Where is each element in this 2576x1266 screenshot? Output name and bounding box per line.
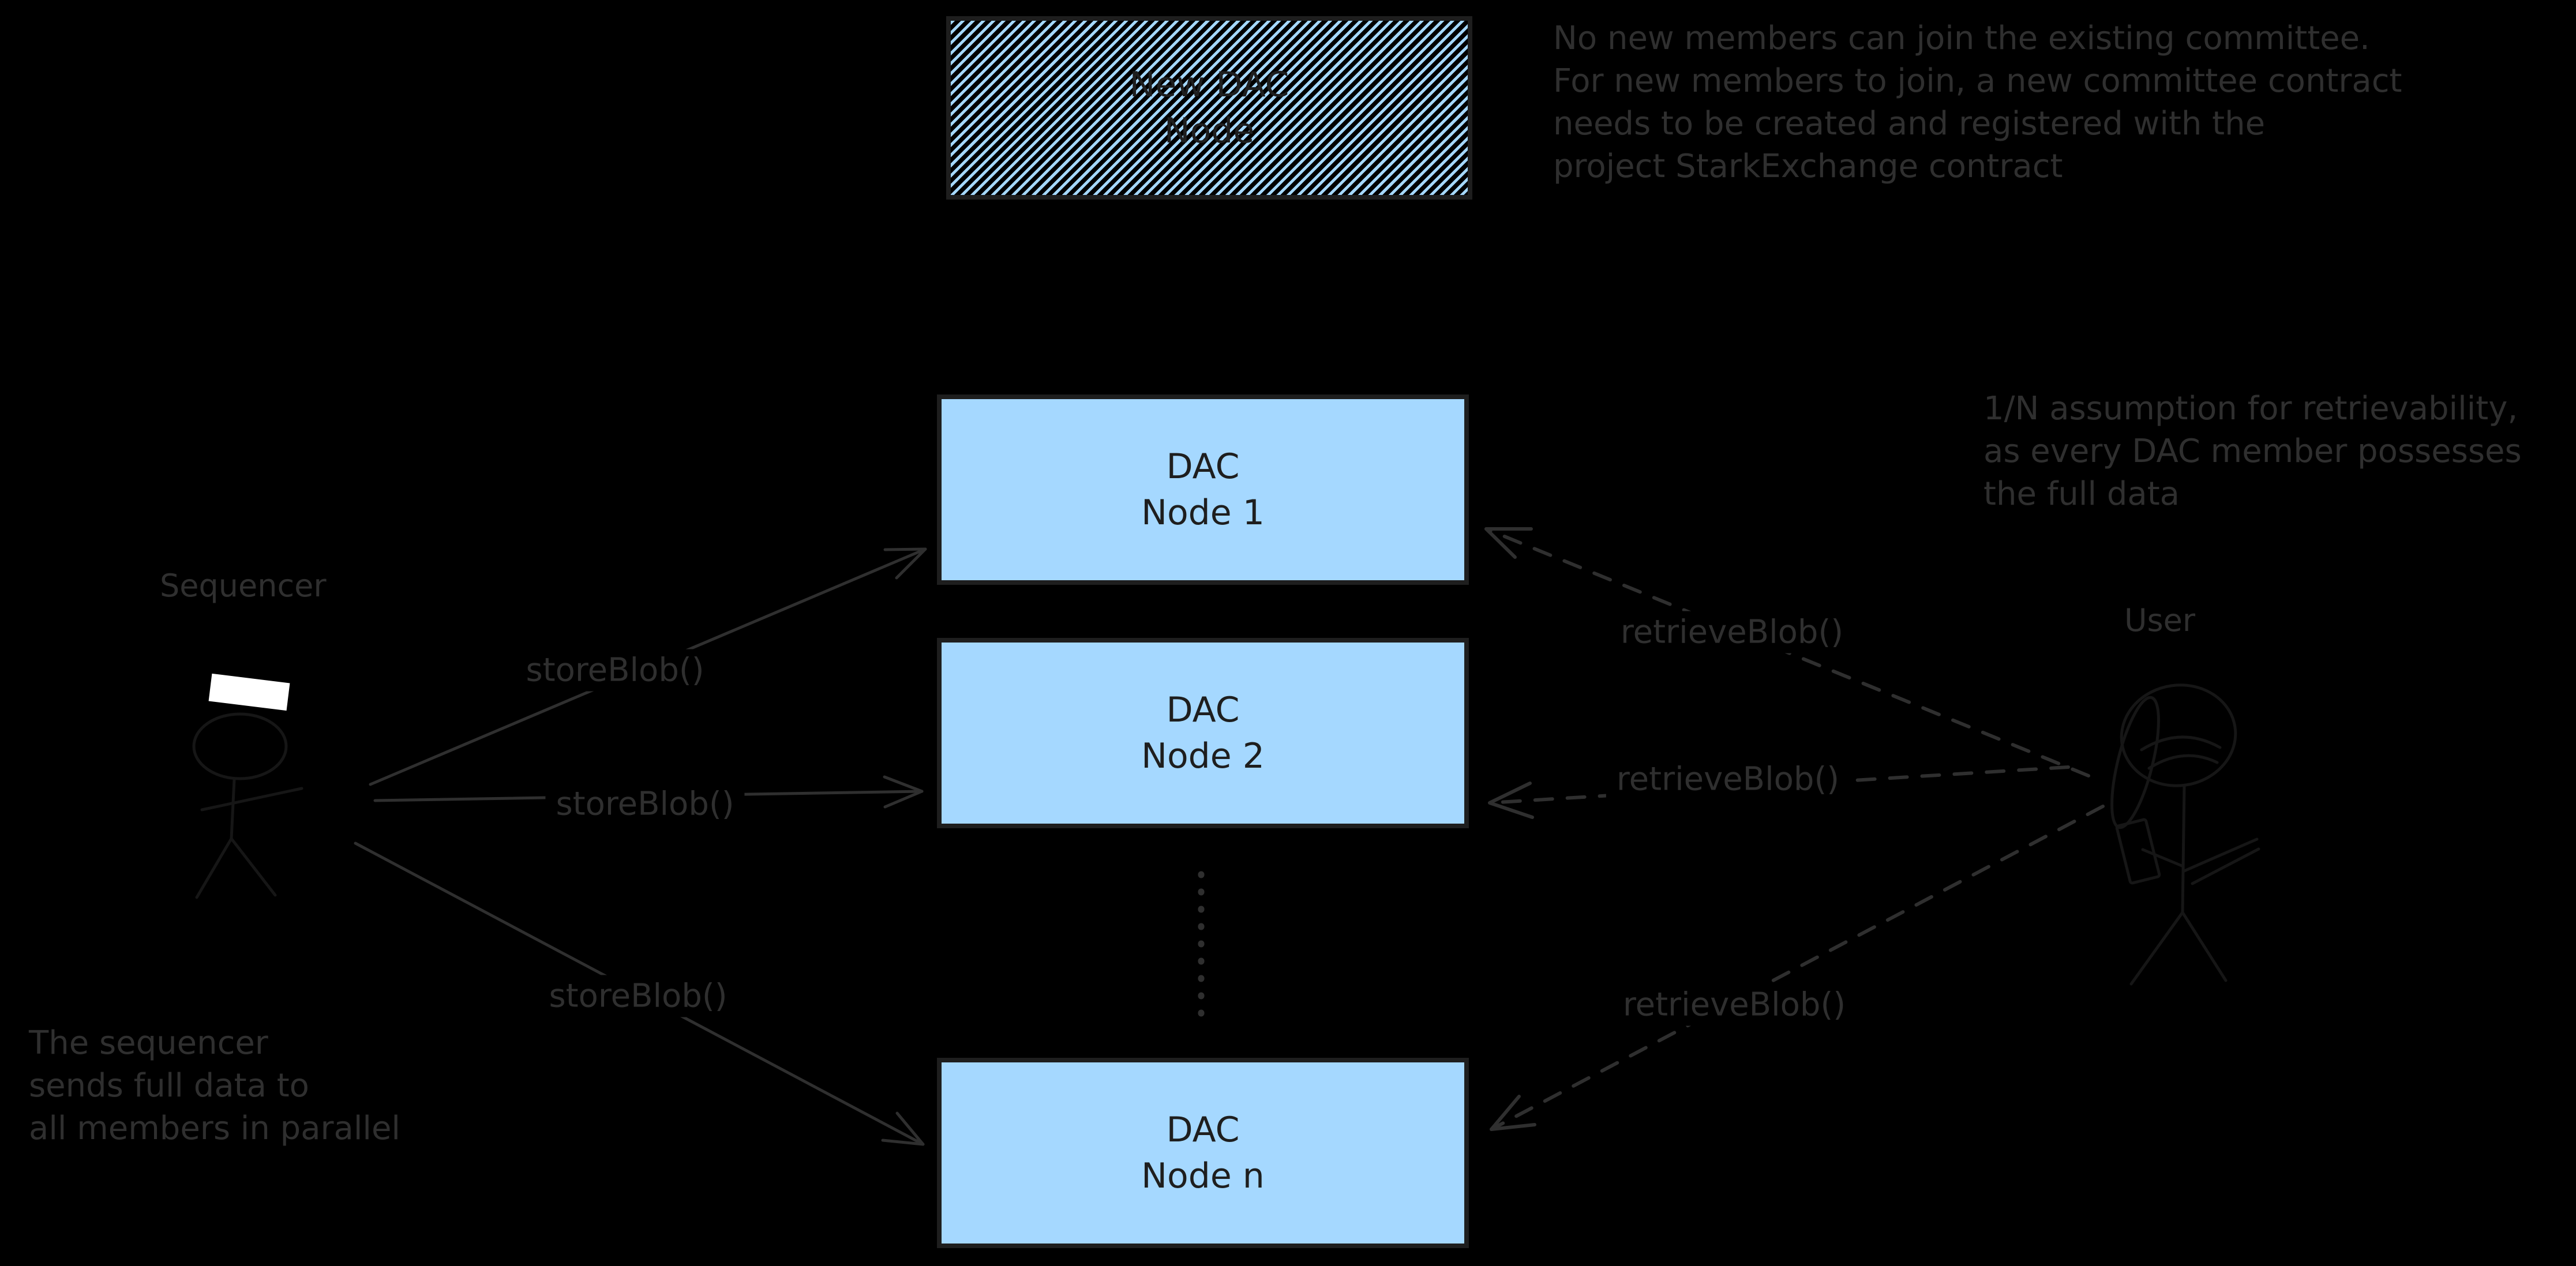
committee-note: No new members can join the existing com… <box>1553 17 2402 188</box>
retrievability-note-line: 1/N assumption for retrievability, <box>1983 390 2518 427</box>
parallel-send-note-line: sends full data to <box>29 1067 309 1105</box>
sequencer-figure <box>192 673 303 899</box>
sequencer-label: Sequencer <box>160 568 327 604</box>
sequencer-body <box>230 778 236 840</box>
retrieve-blob-label-1: retrieveBlob() <box>1610 611 1854 653</box>
sequencer-arm <box>200 787 303 812</box>
committee-note-line: project StarkExchange contract <box>1553 148 2063 185</box>
dac-node-2-label-line2: Node 2 <box>1141 736 1265 776</box>
parallel-send-note: The sequencer sends full data to all mem… <box>29 1022 400 1150</box>
dac-node-n-label-line2: Node n <box>1141 1156 1265 1196</box>
user-device <box>2115 818 2161 885</box>
user-arm-right-stroke-2 <box>2191 847 2260 885</box>
committee-note-line: For new members to join, a new committee… <box>1553 62 2402 100</box>
new-dac-node-box: New DAC Node <box>946 16 1472 200</box>
parallel-send-note-line: all members in parallel <box>29 1110 400 1147</box>
user-leg-left <box>2129 911 2184 986</box>
retrievability-note-line: as every DAC member possesses <box>1983 433 2522 470</box>
sequencer-head <box>192 712 288 780</box>
sequencer-leg-right <box>230 837 277 897</box>
dac-node-1-box: DAC Node 1 <box>937 395 1469 585</box>
store-blob-label-3: storeBlob() <box>538 975 738 1017</box>
dac-node-2-label-line1: DAC <box>1166 690 1240 730</box>
committee-note-line: No new members can join the existing com… <box>1553 20 2370 57</box>
retrieve-blob-label-2: retrieveBlob() <box>1606 758 1850 801</box>
retrieve-blob-arrow-3 <box>1490 805 2105 1131</box>
dac-node-2-box: DAC Node 2 <box>937 638 1469 828</box>
store-blob-label-2: storeBlob() <box>545 783 745 825</box>
dac-node-1-label-line2: Node 1 <box>1141 493 1265 533</box>
store-blob-label-1: storeBlob() <box>515 649 715 692</box>
user-head-scribble-curve-2 <box>2147 754 2219 770</box>
user-label: User <box>2124 602 2196 638</box>
sequencer-hat <box>208 673 290 711</box>
user-body <box>2181 784 2186 914</box>
committee-note-line: needs to be created and registered with … <box>1553 105 2266 142</box>
user-figure <box>2110 683 2260 986</box>
new-dac-node-box-label-line2: Node <box>1164 111 1255 151</box>
sequencer-leg-left <box>195 837 233 899</box>
dac-node-1-label-line1: DAC <box>1166 446 1240 487</box>
user-leg-right <box>2181 911 2228 982</box>
parallel-send-note-line: The sequencer <box>29 1024 268 1062</box>
dac-node-n-box: DAC Node n <box>937 1058 1469 1248</box>
dac-node-n-label-line1: DAC <box>1166 1110 1240 1150</box>
user-head-scribble-curve-1 <box>2140 735 2222 752</box>
user-arm-left <box>2141 848 2185 868</box>
new-dac-node-box-label-line1: New DAC <box>1129 65 1289 105</box>
retrievability-note-line: the full data <box>1983 475 2180 513</box>
retrievability-note: 1/N assumption for retrievability, as ev… <box>1983 388 2522 516</box>
user-arm-right-stroke-1 <box>2183 837 2259 873</box>
user-head <box>2120 683 2237 787</box>
retrieve-blob-label-3: retrieveBlob() <box>1612 983 1857 1026</box>
